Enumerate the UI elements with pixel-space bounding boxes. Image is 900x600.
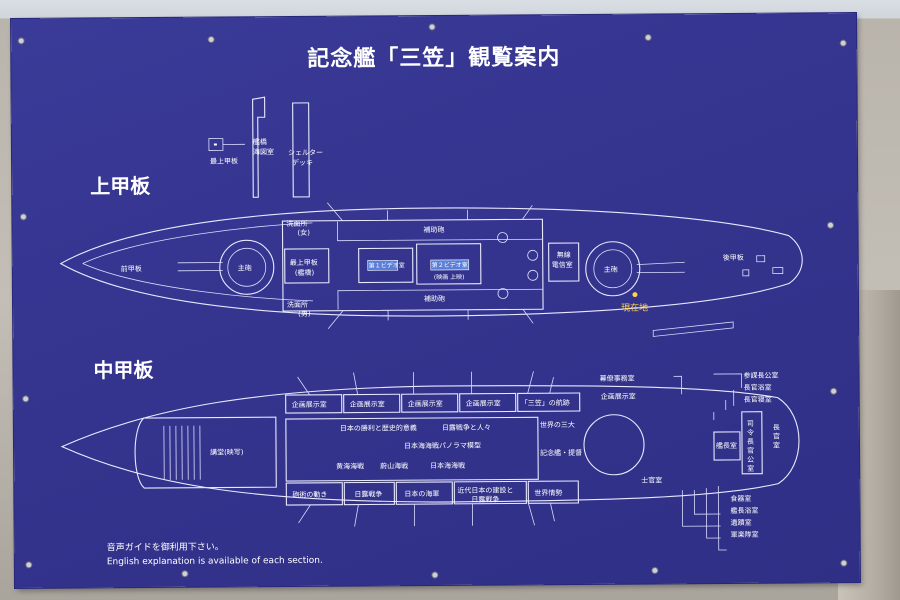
ulsan-label: 蔚山海戦 (380, 461, 408, 470)
chart-room-label: 海図室 (253, 147, 274, 156)
modern-japan-room-sub: 日露戦争 (471, 495, 499, 504)
fore-deck-label: 前甲板 (121, 264, 142, 273)
upper-deck-hull: 主砲 前甲板 主砲 後甲板 第１ビデオ室 第２ビデオ室 (映画 上映) 補助砲 … (59, 202, 803, 337)
radio-room-sub: 電信室 (552, 260, 573, 269)
washroom-m-label: 洗面所 (287, 300, 308, 309)
video-room-1-label: 第１ビデオ室 (369, 261, 405, 269)
world-affairs-room: 世界情勢 (534, 488, 562, 497)
russo-people-label: 日露戦争と人々 (442, 423, 491, 432)
staff-office-label: 幕僚事務室 (600, 374, 635, 383)
middle-deck-hull: 企画展示室 企画展示室 企画展示室 企画展示室 「三笠」の航跡 講堂(映写) 日… (60, 371, 800, 551)
ship-diagram: 最上甲板 艦橋 海図室 シェルター デッキ 主砲 前甲板 主砲 後甲板 (17, 23, 848, 579)
captain-room-label: 艦長室 (716, 441, 737, 450)
memorial-room-label: 遺蹟室 (731, 518, 752, 527)
captain-bath-label: 艦長浴室 (730, 506, 758, 515)
exhibit-room-1: 企画展示室 (292, 400, 327, 409)
lecture-room-label: 講堂(映写) (210, 447, 244, 456)
commander-room-4: 官 (747, 446, 754, 455)
military-music-label: 軍楽隊室 (731, 530, 759, 539)
three-navies-label: 世界の三大 (540, 420, 575, 429)
commander-room-1: 司 (747, 420, 754, 428)
commander-room-2: 令 (747, 428, 754, 437)
chief-bath-label: 長官浴室 (744, 383, 772, 392)
chief-staff-label: 参謀長公室 (743, 371, 778, 380)
radio-room-label: 無線 (557, 250, 571, 259)
bridge-label: 艦橋 (253, 137, 267, 146)
washroom-f-label: 洗面所 (286, 219, 307, 228)
aft-deck-label: 後甲板 (723, 253, 744, 262)
audio-guide-note: 音声ガイドを御利用下さい。 (106, 542, 224, 554)
top-deck-label: 最上甲板 (210, 156, 238, 165)
shelter-label: シェルター (288, 148, 323, 157)
memorial-admiral-label: 記念艦・提督 (540, 448, 582, 457)
dining-label: 食器室 (730, 494, 751, 503)
top-deck-bridge-label: 最上甲板 (290, 258, 318, 267)
board-screws (17, 23, 848, 579)
secondary-gun-top-label: 補助砲 (423, 225, 444, 234)
english-explanation-note: English explanation is available of each… (106, 555, 323, 568)
lecture-seats (163, 425, 201, 480)
gunnery-room: 砲術の動き (292, 490, 327, 499)
japan-sea-battle-label: 日本海海戦 (430, 461, 465, 470)
bridge-structure: 最上甲板 艦橋 海図室 シェルター デッキ (208, 96, 323, 198)
video-room-2-label: 第２ビデオ室 (432, 261, 468, 269)
exhibit-room-3: 企画展示室 (408, 399, 443, 408)
officers-room-label: 士官室 (641, 475, 662, 484)
victory-history-label: 日本の勝利と歴史的意義 (340, 423, 417, 433)
video-room-2-note: (映画 上映) (434, 273, 465, 281)
top-deck-bridge-sub: (艦橋) (295, 268, 315, 277)
admiral-room-2: 官 (773, 432, 780, 441)
exhibit-room-2: 企画展示室 (350, 399, 385, 408)
exhibit-room-right: 企画展示室 (601, 392, 636, 401)
commander-room-6: 室 (747, 464, 754, 473)
commander-room-5: 公 (747, 456, 754, 464)
current-location-marker (632, 292, 638, 298)
fore-main-gun-label: 主砲 (238, 263, 252, 272)
current-location-label: 現在地 (621, 302, 648, 314)
japanese-navy-room: 日本の海軍 (404, 489, 439, 498)
washroom-f-sub: (女) (297, 228, 310, 237)
admiral-room-1: 長 (773, 424, 780, 432)
secondary-gun-bottom-label: 補助砲 (424, 294, 445, 303)
modern-japan-room: 近代日本の建設と (457, 485, 513, 494)
commander-room-3: 長 (747, 438, 754, 446)
washroom-m-sub: (男) (298, 310, 311, 318)
deck-label: デッキ (292, 158, 313, 167)
mikasa-wake-room: 「三笠」の航跡 (521, 398, 570, 407)
guide-board: 記念艦「三笠」観覧案内 上甲板 中甲板 最上甲板 艦橋 海図室 シェルター デッ… (11, 13, 860, 588)
aft-main-gun-label: 主砲 (604, 265, 618, 274)
yellow-sea-label: 黄海海戦 (336, 462, 364, 471)
exhibit-room-4: 企画展示室 (466, 399, 501, 408)
panorama-label: 日本海海戦パノラマ模型 (404, 441, 481, 451)
admiral-room-3: 室 (773, 441, 780, 450)
russo-war-room: 日露戦争 (354, 489, 382, 498)
chief-bedroom-label: 長官寝室 (744, 395, 772, 404)
